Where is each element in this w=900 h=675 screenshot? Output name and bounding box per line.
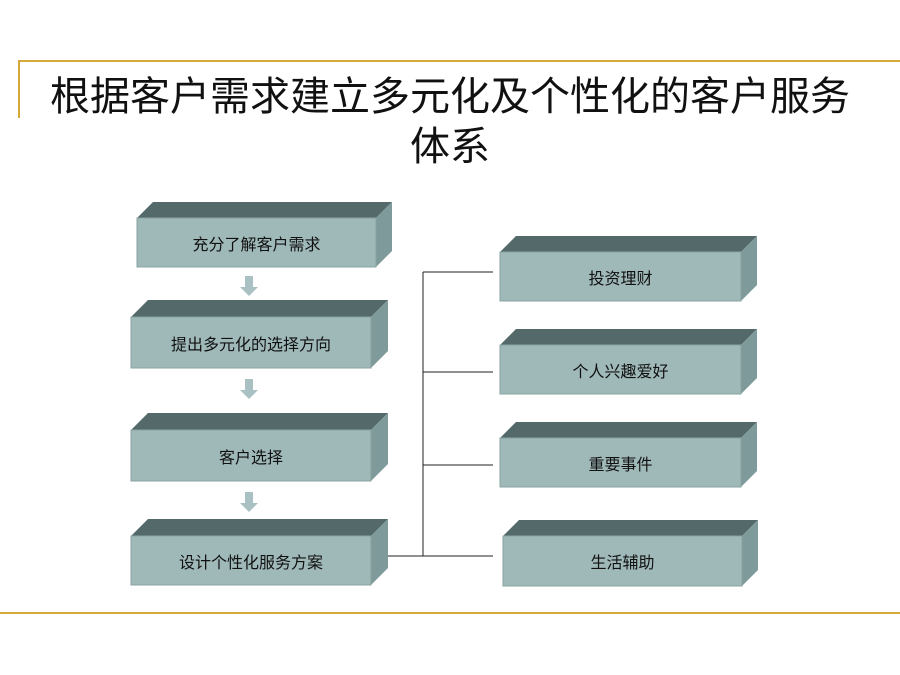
step-box-propose-options: 提出多元化的选择方向 — [130, 300, 388, 369]
step-label: 客户选择 — [218, 447, 283, 467]
item-box-major-events: 重要事件 — [499, 422, 757, 488]
step-label: 充分了解客户需求 — [192, 234, 321, 254]
item-label: 生活辅助 — [590, 553, 655, 572]
step-box-client-choice: 客户选择 — [130, 413, 388, 482]
item-label: 重要事件 — [588, 454, 653, 474]
down-arrow-icon — [240, 492, 258, 516]
down-arrow-icon — [240, 379, 258, 403]
step-label: 提出多元化的选择方向 — [170, 334, 331, 354]
step-box-understand-needs: 充分了解客户需求 — [136, 202, 392, 268]
top-accent-line — [18, 60, 900, 62]
step-box-design-plan: 设计个性化服务方案 — [130, 519, 388, 586]
bottom-accent-line — [0, 612, 900, 614]
item-box-life-assistance: 生活辅助 — [502, 520, 758, 587]
left-accent-line — [18, 60, 20, 118]
down-arrow-icon — [240, 276, 258, 300]
item-box-hobbies: 个人兴趣爱好 — [499, 329, 757, 395]
slide-title: 根据客户需求建立多元化及个性化的客户服务体系 — [50, 74, 850, 170]
step-label: 设计个性化服务方案 — [178, 552, 323, 572]
item-label: 个人兴趣爱好 — [572, 361, 669, 381]
item-label: 投资理财 — [588, 268, 653, 288]
item-box-investment: 投资理财 — [499, 236, 757, 302]
